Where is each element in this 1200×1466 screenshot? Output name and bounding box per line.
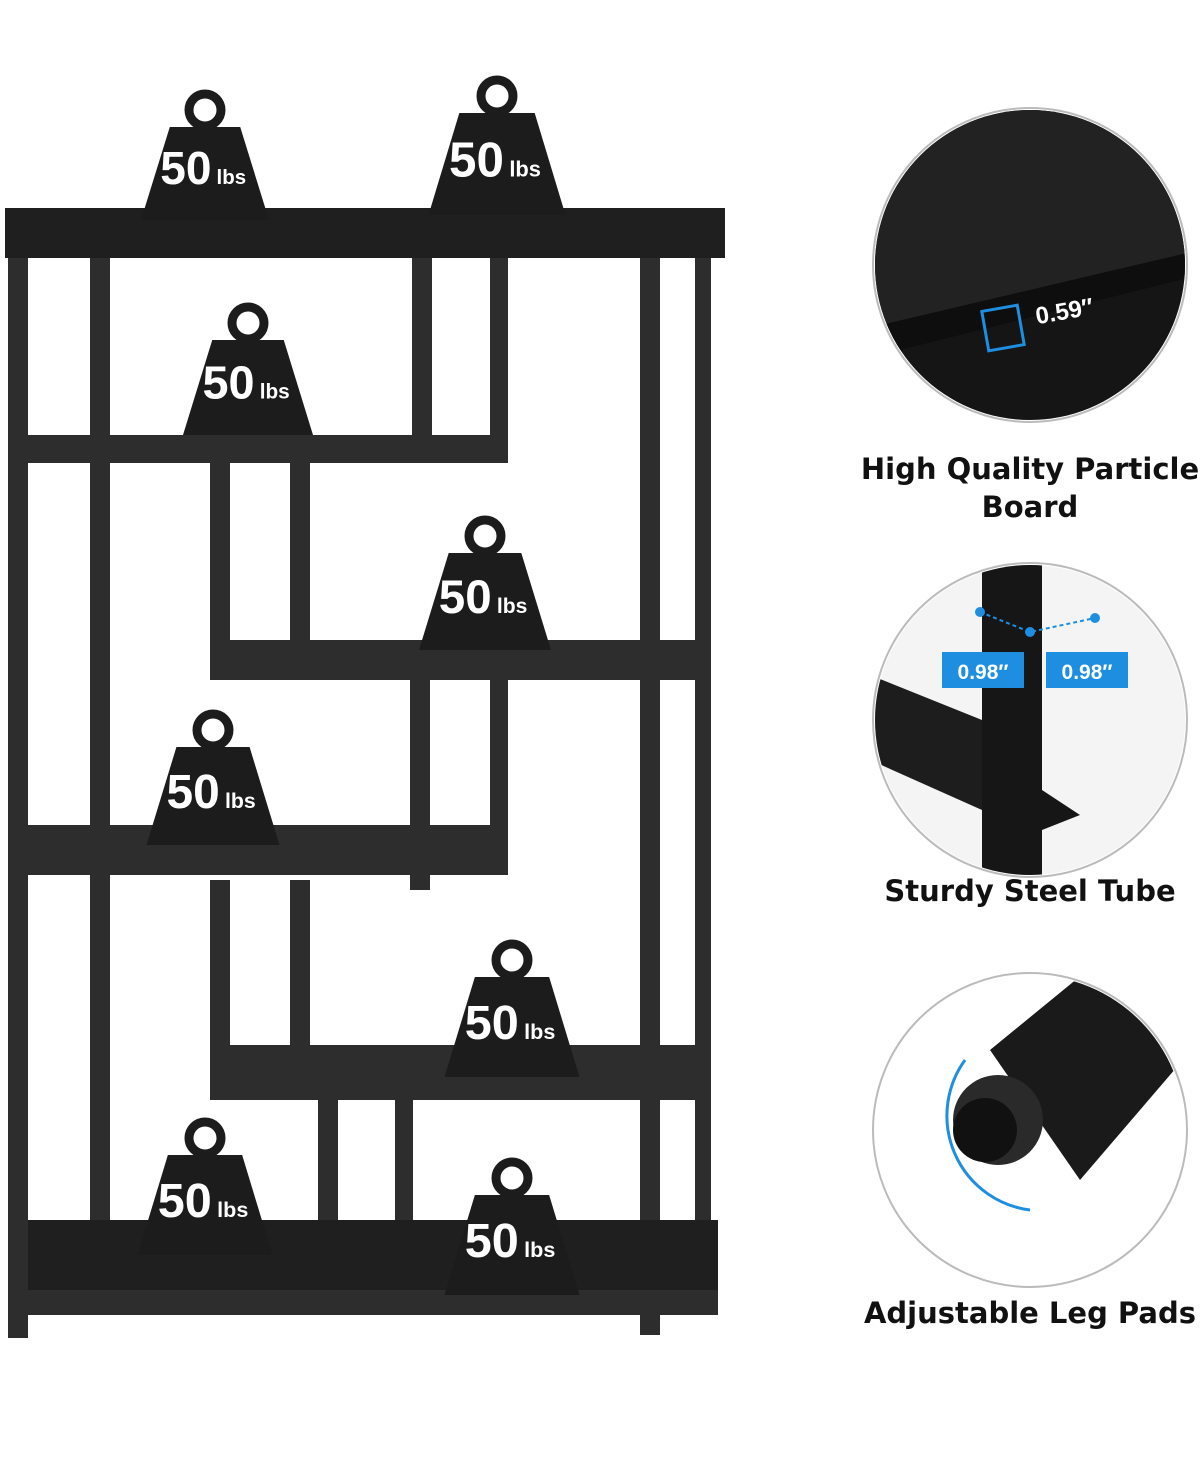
shelf-frame: [5, 208, 725, 1338]
weight-icon: 50 lbs: [146, 709, 280, 845]
weight-unit: lbs: [217, 1197, 248, 1222]
weight-icon: 50 lbs: [141, 89, 269, 220]
weight-icon: 50 lbs: [444, 939, 580, 1077]
weight-unit: lbs: [497, 595, 528, 618]
weight-icon: 50 lbs: [183, 302, 313, 435]
weight-value: 50: [158, 1174, 212, 1228]
weight-unit: lbs: [217, 166, 247, 189]
weight-icon: 50 lbs: [444, 1157, 580, 1295]
feature-label-steel-tube: Sturdy Steel Tube: [884, 874, 1176, 908]
weight-value: 50: [449, 133, 504, 188]
weight-unit: lbs: [524, 1019, 555, 1044]
weight-unit: lbs: [225, 789, 256, 813]
weight-icon: 50 lbs: [137, 1117, 273, 1255]
weight-value: 50: [465, 1214, 519, 1268]
weight-value: 50: [160, 142, 211, 194]
tube-width-left: 0.98″: [958, 661, 1009, 684]
weight-unit: lbs: [509, 157, 541, 182]
weight-icon: 50 lbs: [419, 515, 551, 650]
weight-unit: lbs: [524, 1237, 555, 1262]
steel-tube-closeup: [875, 565, 1185, 875]
weight-value: 50: [203, 357, 255, 409]
weight-value: 50: [166, 766, 219, 819]
feature-label-particle-board: High Quality Particle Board: [860, 452, 1200, 524]
weight-unit: lbs: [260, 381, 290, 404]
weight-value: 50: [439, 571, 492, 624]
particle-board-closeup: [875, 110, 1185, 420]
feature-label-leg-pads: Adjustable Leg Pads: [863, 1296, 1196, 1330]
weight-icon: 50 lbs: [428, 75, 566, 215]
weight-value: 50: [465, 996, 519, 1050]
tube-width-right: 0.98″: [1062, 661, 1113, 684]
